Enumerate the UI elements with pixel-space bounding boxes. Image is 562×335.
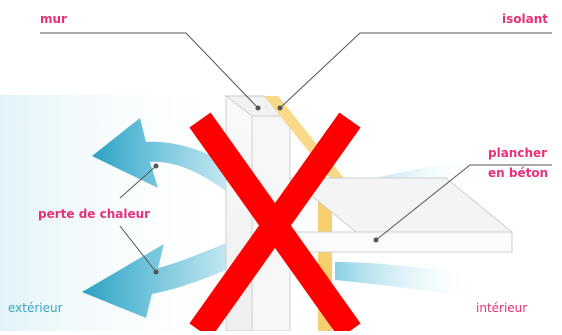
leader-dot-insulation bbox=[277, 105, 283, 111]
label-insulation: isolant bbox=[502, 12, 548, 26]
label-wall: mur bbox=[40, 12, 67, 26]
leader-dot-heat-lower bbox=[153, 269, 159, 275]
label-floor-line1: plancher bbox=[488, 146, 548, 160]
leader-dot-floor bbox=[373, 237, 379, 243]
label-exterior: extérieur bbox=[8, 301, 63, 315]
leader-dot-wall bbox=[255, 105, 261, 111]
leader-insulation bbox=[279, 32, 552, 109]
floor-slab-front bbox=[289, 231, 513, 253]
leader-dot-heat-upper bbox=[153, 163, 159, 169]
label-floor-line2: en béton bbox=[488, 166, 549, 180]
label-interior: intérieur bbox=[476, 301, 528, 315]
red-x-mark bbox=[189, 112, 361, 335]
leader-heat-loss-lower bbox=[119, 225, 157, 273]
heat-loss-arrow-upper bbox=[92, 118, 240, 196]
leader-floor bbox=[375, 164, 552, 241]
leader-wall bbox=[40, 32, 259, 109]
heat-loss-arrow-lower bbox=[82, 238, 244, 318]
interior-heat-plume-lower bbox=[335, 262, 480, 298]
leader-heat-loss-upper bbox=[119, 165, 157, 199]
label-heat-loss: perte de chaleur bbox=[38, 207, 151, 221]
